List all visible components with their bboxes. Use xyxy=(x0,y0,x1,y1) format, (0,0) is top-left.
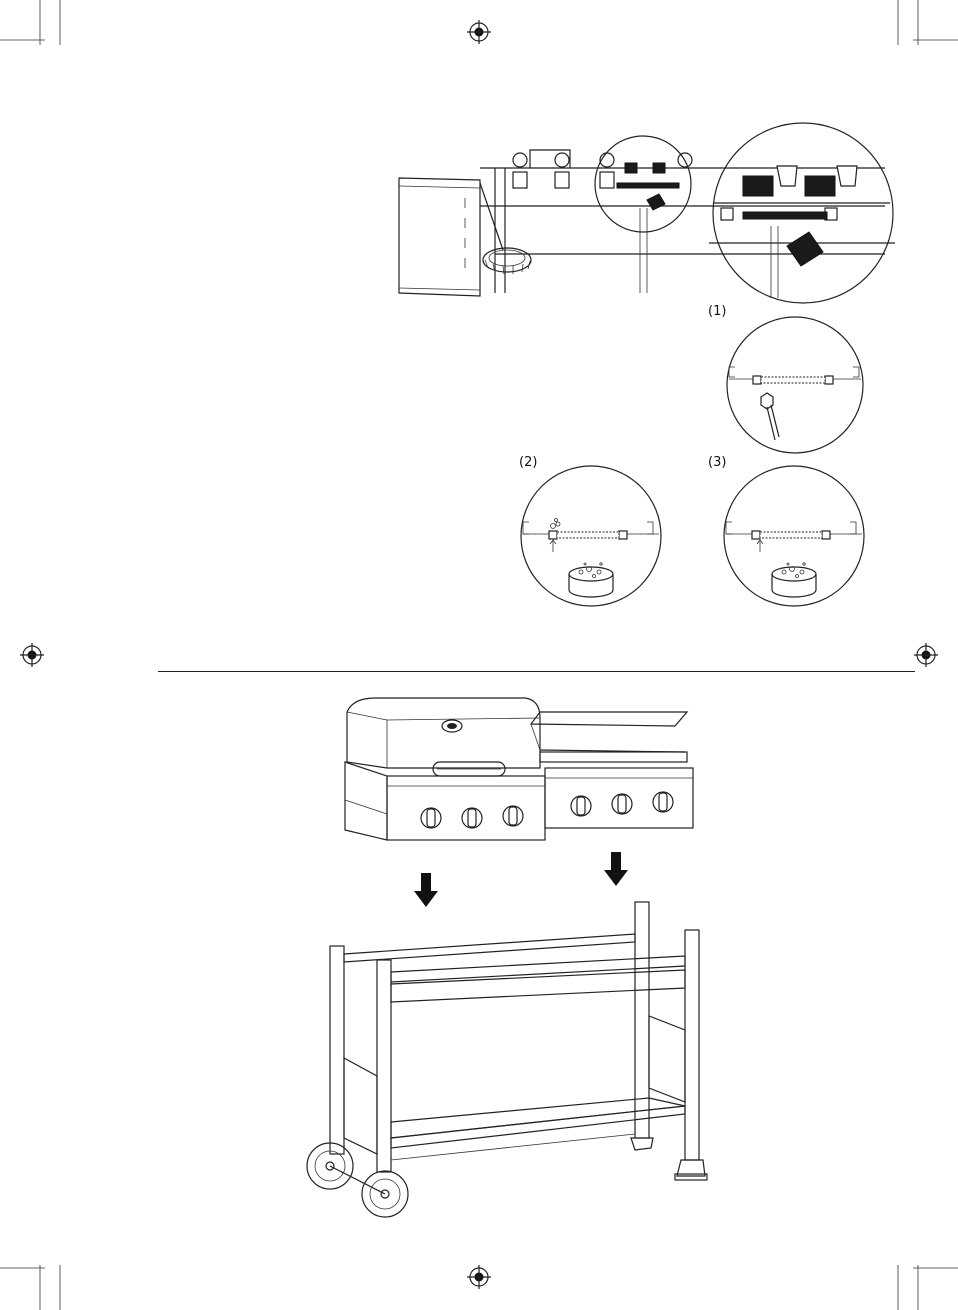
section-divider xyxy=(158,671,915,672)
cart-frame-illustration xyxy=(305,898,725,1218)
registration-mark-left-icon xyxy=(20,643,44,667)
step-3-leak-test-no-bubbles-illustration xyxy=(722,464,866,608)
grill-head-illustration xyxy=(335,690,705,850)
step-2-leak-test-bubbles-illustration xyxy=(519,464,663,608)
step-1-wrench-tighten-illustration xyxy=(725,315,865,455)
down-arrow-right-icon xyxy=(604,852,628,886)
step-1-label: (1) xyxy=(708,304,726,319)
registration-mark-top-icon xyxy=(467,20,491,44)
hose-connection-illustration xyxy=(385,128,905,308)
registration-mark-right-icon xyxy=(914,643,938,667)
registration-mark-bottom-icon xyxy=(467,1265,491,1289)
